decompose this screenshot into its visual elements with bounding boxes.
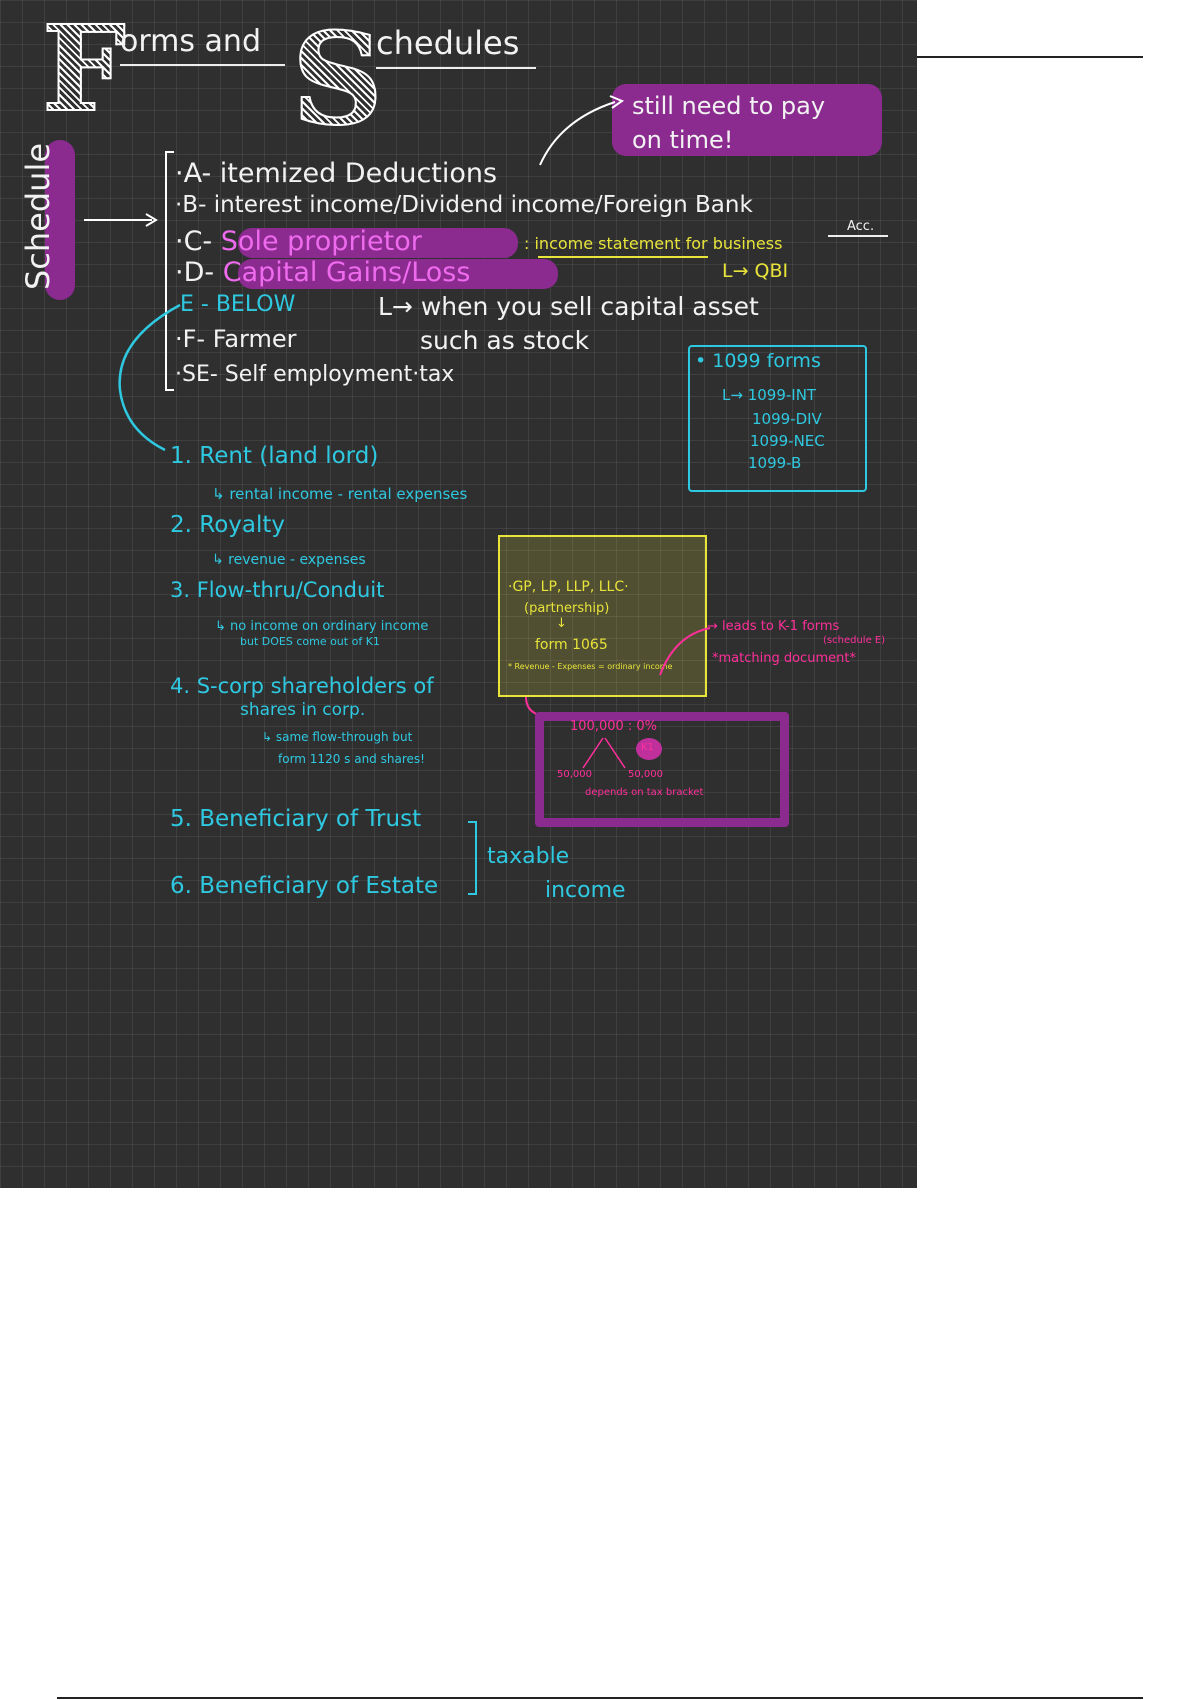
schedule-label: Schedule: [19, 142, 57, 290]
callout-line2: on time!: [632, 126, 734, 154]
bank-underline: [828, 235, 888, 237]
split-note: depends on tax bracket: [585, 787, 704, 798]
notes-canvas: F orms and S chedules still need to pay …: [0, 0, 917, 1188]
partnership-label: (partnership): [524, 601, 610, 616]
footer-rule: [57, 1697, 1143, 1699]
schedule-bracket: [165, 151, 174, 391]
c-note-underline: [538, 256, 708, 258]
header-rule: [917, 56, 1143, 58]
callout-arrow: [539, 95, 625, 166]
schedule-e-note: ↳ no income on ordinary income: [215, 619, 429, 634]
partnership-arrow: ↓: [556, 616, 567, 631]
split-branches: [582, 737, 626, 769]
taxable-label: taxable: [487, 844, 570, 869]
schedule-e-note: but DOES come out of K1: [240, 635, 380, 648]
schedule-e-item: 4. S-corp shareholders of: [170, 674, 434, 698]
schedule-arrow: [84, 213, 158, 227]
schedule-e-note: ↳ revenue - expenses: [212, 552, 366, 568]
split-box: [535, 712, 789, 827]
split-left: 50,000: [557, 769, 592, 780]
split-right: 50,000: [628, 769, 663, 780]
title-forms: orms and: [120, 24, 261, 59]
k1-tag-highlight: [636, 738, 662, 760]
title-underline: [120, 64, 285, 66]
callout-line1: still need to pay: [632, 92, 826, 120]
partnership-note: * Revenue - Expenses = ordinary income: [508, 662, 673, 671]
schedule-e-item: 3. Flow-thru/Conduit: [170, 578, 385, 602]
split-tag: K1: [641, 742, 654, 753]
partnership-form: form 1065: [535, 637, 608, 653]
schedule-highlight: [45, 140, 75, 300]
k1-note-line2: (schedule E): [823, 635, 886, 646]
d-note-1: L→ when you sell capital asset: [378, 292, 759, 321]
income-label: income: [545, 878, 626, 903]
forms-1099-box: [688, 345, 867, 492]
schedule-e-connector: [118, 303, 181, 452]
forms-1099-item: L→ 1099-INT: [722, 386, 817, 404]
schedule-e-note: ↳ same flow-through but: [262, 730, 413, 744]
schedule-a: ·A- itemized Deductions: [175, 158, 498, 189]
title-schedules: chedules: [376, 24, 520, 62]
forms-1099-item: 1099-DIV: [752, 410, 822, 428]
bank-acc: Acc.: [847, 219, 875, 234]
partnership-box: [498, 535, 707, 697]
schedule-e-note: ↳ rental income - rental expenses: [212, 485, 468, 503]
partnership-entities: ·GP, LP, LLP, LLC·: [508, 579, 629, 595]
schedule-se: ·SE- Self employment·tax: [175, 362, 455, 387]
schedule-c: ·C- Sole proprietor: [175, 226, 422, 257]
forms-1099-title: • 1099 forms: [695, 350, 821, 372]
k1-note-line3: *matching document*: [712, 651, 856, 666]
sole-prop-highlight: [238, 228, 518, 258]
capital-gains-highlight: [238, 259, 558, 289]
k1-arrow: [659, 627, 711, 676]
c-note: : income statement for business: [524, 234, 783, 253]
schedule-e-item: 6. Beneficiary of Estate: [170, 873, 439, 899]
split-total: 100,000 : 0%: [570, 719, 658, 734]
title-underline: [376, 67, 536, 69]
title-s-letter: S: [291, 5, 384, 153]
schedule-e-item-cont: shares in corp.: [240, 700, 366, 720]
schedule-f: ·F- Farmer: [175, 325, 297, 353]
taxable-bracket: [468, 821, 477, 895]
title-f-letter: F: [41, 0, 127, 138]
callout-highlight: [612, 84, 882, 156]
qbi-note: L→ QBI: [722, 260, 789, 282]
schedule-e-item: 5. Beneficiary of Trust: [170, 806, 422, 832]
schedule-e-item: 1. Rent (land lord): [170, 443, 379, 469]
d-note-2: such as stock: [420, 326, 590, 355]
forms-1099-item: 1099-NEC: [750, 432, 825, 450]
forms-1099-item: 1099-B: [748, 454, 802, 472]
schedule-e-note: form 1120 s and shares!: [278, 752, 425, 766]
schedule-e: E - BELOW: [180, 292, 296, 317]
schedule-e-item: 2. Royalty: [170, 512, 285, 538]
schedule-b: ·B- interest income/Dividend income/Fore…: [175, 192, 753, 218]
k1-note-line1: → leads to K-1 forms: [707, 619, 840, 634]
schedule-d: ·D- Capital Gains/Loss: [175, 257, 471, 288]
